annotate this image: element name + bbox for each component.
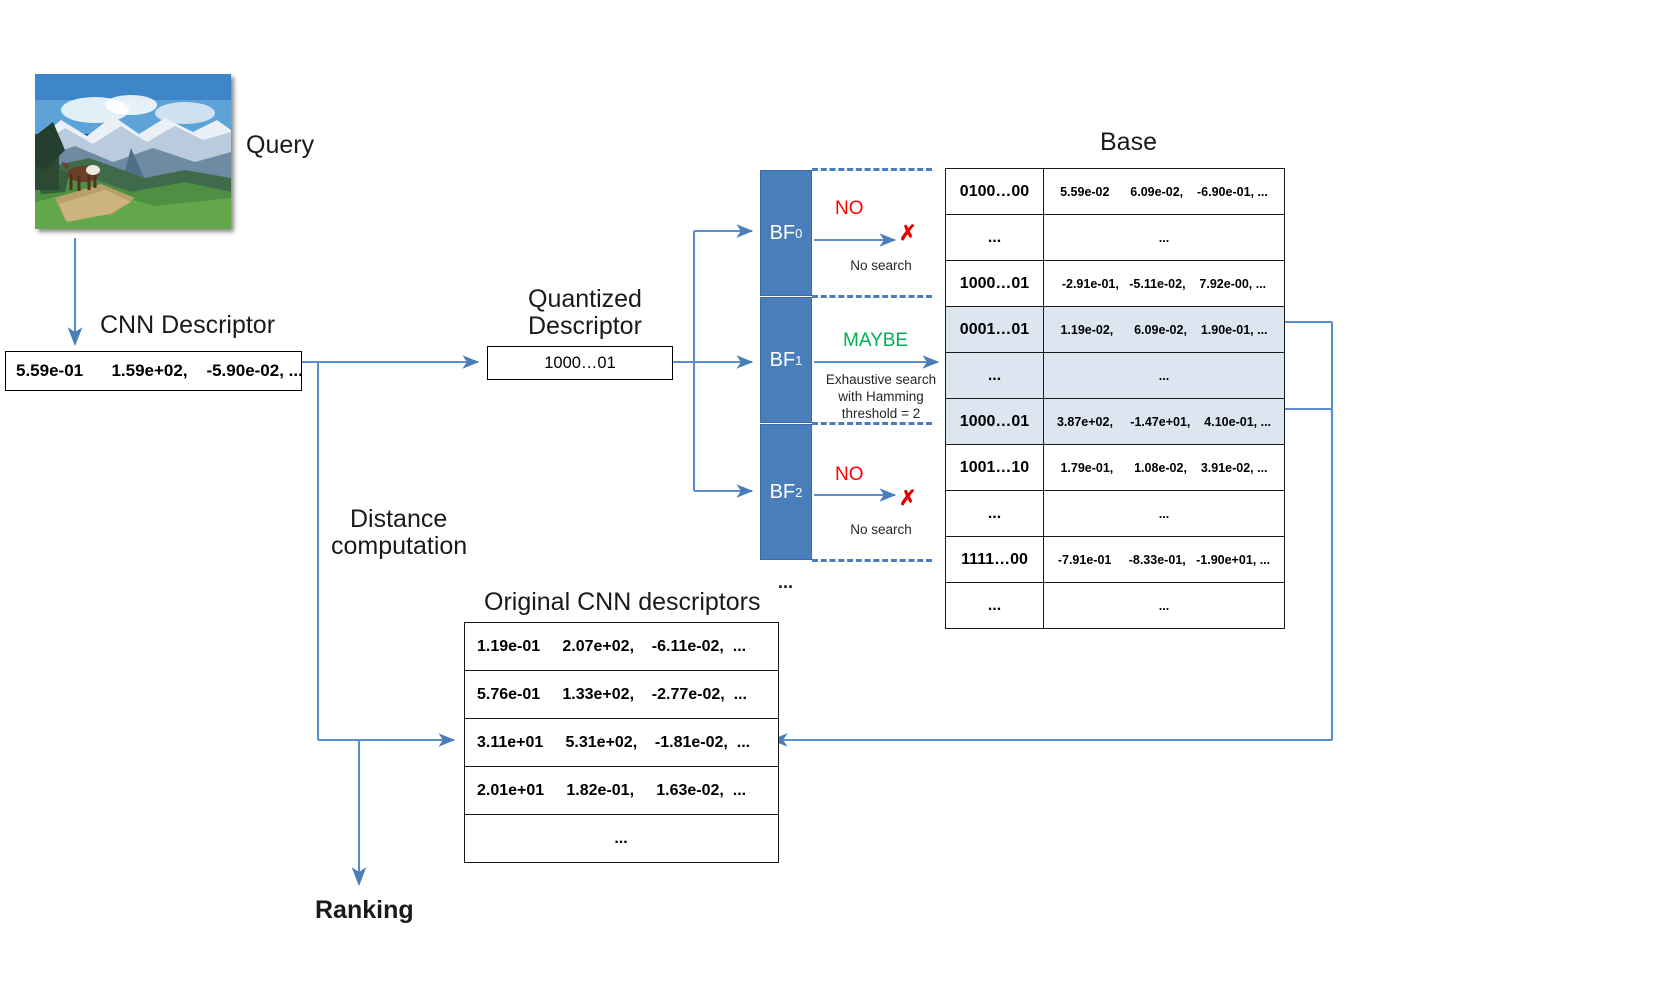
table-row[interactable]: ......: [945, 582, 1285, 629]
quantized-descriptor-value: 1000…01: [544, 353, 616, 372]
cnn-descriptor-label: CNN Descriptor: [100, 311, 276, 339]
bloom-filter-bf2-name: BF: [769, 480, 796, 503]
base-row-code: 1000…01: [945, 260, 1044, 307]
bf2-note: No search: [850, 522, 912, 537]
base-row-values: 3.87e+02, -1.47e+01, 4.10e-01, ...: [1043, 398, 1285, 445]
list-item[interactable]: ...: [464, 814, 779, 863]
base-row-values: 1.79e-01, 1.08e-02, 3.91e-02, ...: [1043, 444, 1285, 491]
bloom-filter-bf0-name: BF: [769, 221, 796, 244]
bloom-filter-bf1-subscript: 1: [795, 352, 803, 368]
bloom-filter-separator-1: [812, 295, 932, 298]
list-item[interactable]: 5.76e-01 1.33e+02, -2.77e-02, ...: [464, 670, 779, 719]
base-row-values: ...: [1043, 352, 1285, 399]
base-label: Base: [1100, 128, 1157, 156]
original-cnn-descriptor-value: ...: [464, 814, 779, 863]
base-row-code: 1000…01: [945, 398, 1044, 445]
base-row-values: -2.91e-01, -5.11e-02, 7.92e-00, ...: [1043, 260, 1285, 307]
bloom-filter-separator-2: [812, 422, 932, 425]
base-row-values: 5.59e-02 6.09e-02, -6.90e-01, ...: [1043, 168, 1285, 215]
cnn-descriptor-value: 5.59e-01 1.59e+02, -5.90e-02, ...: [16, 361, 303, 380]
original-cnn-descriptors-label: Original CNN descriptors: [484, 588, 761, 616]
original-cnn-descriptors-table: 1.19e-01 2.07e+02, -6.11e-02, ...5.76e-0…: [464, 622, 779, 863]
table-row[interactable]: ......: [945, 214, 1285, 261]
bf0-verdict: NO: [835, 198, 864, 219]
bf2-reject-x-icon: ✗: [899, 487, 917, 510]
quantized-descriptor-box[interactable]: 1000…01: [487, 346, 673, 380]
table-row[interactable]: 1000…01-2.91e-01, -5.11e-02, 7.92e-00, .…: [945, 260, 1285, 307]
list-item[interactable]: 3.11e+01 5.31e+02, -1.81e-02, ...: [464, 718, 779, 767]
base-row-code: ...: [945, 490, 1044, 537]
base-row-code: 1001…10: [945, 444, 1044, 491]
distance-computation-label-line1: Distance: [350, 505, 448, 533]
bf1-verdict: MAYBE: [843, 330, 909, 351]
bf0-note: No search: [850, 258, 912, 273]
list-item[interactable]: 1.19e-01 2.07e+02, -6.11e-02, ...: [464, 622, 779, 671]
bf0-reject-x-icon: ✗: [899, 222, 917, 245]
base-row-values: ...: [1043, 582, 1285, 629]
bloom-filter-separator-0: [812, 168, 932, 171]
base-row-values: ...: [1043, 490, 1285, 537]
base-row-values: 1.19e-02, 6.09e-02, 1.90e-01, ...: [1043, 306, 1285, 353]
base-row-code: 0001…01: [945, 306, 1044, 353]
base-row-code: ...: [945, 352, 1044, 399]
base-row-code: ...: [945, 582, 1044, 629]
original-cnn-descriptor-value: 3.11e+01 5.31e+02, -1.81e-02, ...: [464, 718, 779, 767]
table-row[interactable]: ......: [945, 490, 1285, 537]
cnn-descriptor-box[interactable]: 5.59e-01 1.59e+02, -5.90e-02, ...: [5, 351, 303, 391]
list-item[interactable]: 2.01e+01 1.82e-01, 1.63e-02, ...: [464, 766, 779, 815]
query-label: Query: [246, 131, 315, 159]
original-cnn-descriptor-value: 5.76e-01 1.33e+02, -2.77e-02, ...: [464, 670, 779, 719]
bloom-filter-bf1-name: BF: [769, 348, 796, 371]
original-cnn-descriptor-value: 1.19e-01 2.07e+02, -6.11e-02, ...: [464, 622, 779, 671]
bloom-filter-bf0-subscript: 0: [795, 225, 803, 241]
table-row[interactable]: 1111…00-7.91e-01 -8.33e-01, -1.90e+01, .…: [945, 536, 1285, 583]
base-row-values: -7.91e-01 -8.33e-01, -1.90e+01, ...: [1043, 536, 1285, 583]
base-row-code: ...: [945, 214, 1044, 261]
base-row-values: ...: [1043, 214, 1285, 261]
original-cnn-descriptors-body: 1.19e-01 2.07e+02, -6.11e-02, ...5.76e-0…: [464, 622, 779, 863]
bloom-filter-bf2-subscript: 2: [795, 484, 803, 500]
base-row-code: 0100…00: [945, 168, 1044, 215]
query-image: [35, 74, 231, 229]
bf-ellipsis-label: ...: [778, 572, 794, 592]
ranking-label: Ranking: [315, 896, 414, 924]
distance-computation-label-line2: computation: [331, 532, 468, 560]
original-cnn-descriptor-value: 2.01e+01 1.82e-01, 1.63e-02, ...: [464, 766, 779, 815]
quantized-descriptor-label-line2: Descriptor: [528, 312, 642, 340]
bloom-filter-separator-3: [812, 559, 932, 562]
table-row[interactable]: ......: [945, 352, 1285, 399]
quantized-descriptor-label-line1: Quantized: [528, 285, 642, 313]
bf1-note: Exhaustive search with Hamming threshold…: [825, 372, 937, 421]
base-row-code: 1111…00: [945, 536, 1044, 583]
bf2-verdict: NO: [835, 464, 864, 485]
